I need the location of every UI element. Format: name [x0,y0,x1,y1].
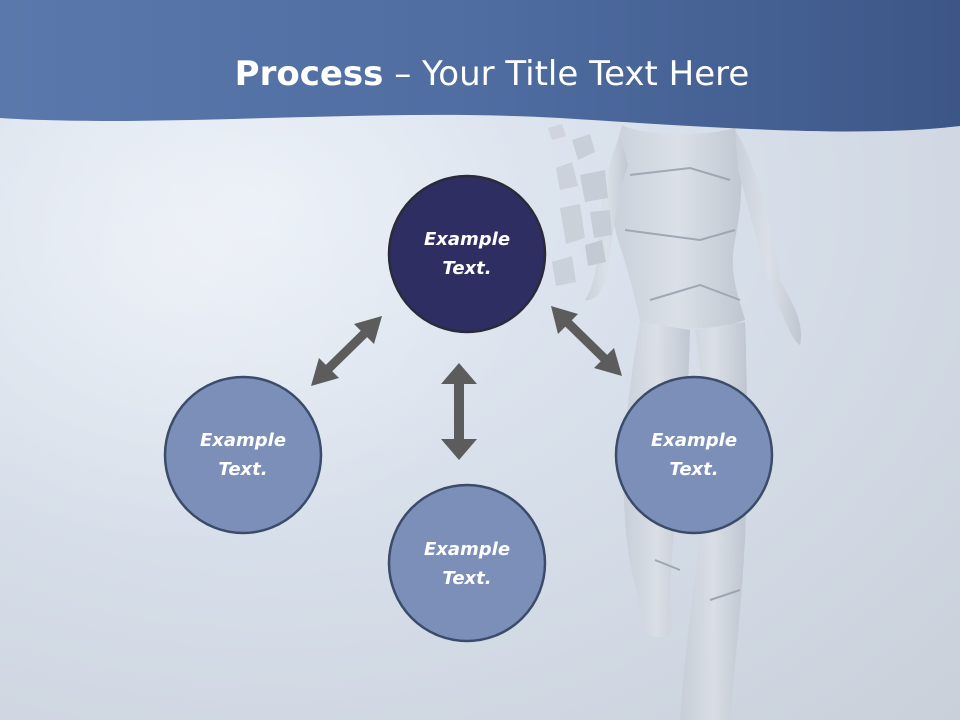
title-separator: – [383,54,423,94]
title-rest: Your Title Text Here [422,54,750,94]
node-text-line2: Text. [442,568,492,589]
slide-title: Process – Your Title Text Here [0,52,960,96]
node-text-line1: Example [199,430,287,451]
node-text-line2: Text. [218,459,268,480]
node-text-line2: Text. [442,258,492,279]
arrow-upper-right [551,306,622,376]
process-node-left [163,375,323,535]
arrow-vertical [441,363,477,460]
process-node-top-label: Example Text. [392,225,542,283]
node-text-line1: Example [423,539,511,560]
node-text-line1: Example [423,229,511,250]
process-node-left-label: Example Text. [168,426,318,484]
process-node-right [614,375,774,535]
node-text-line2: Text. [669,459,719,480]
process-node-right-label: Example Text. [619,426,769,484]
header-band [0,0,960,132]
arrow-upper-left [311,316,382,386]
process-node-bottom-label: Example Text. [392,535,542,593]
process-node-bottom [387,483,547,643]
title-bold: Process [234,54,384,94]
process-node-top [387,174,547,334]
node-text-line1: Example [650,430,738,451]
